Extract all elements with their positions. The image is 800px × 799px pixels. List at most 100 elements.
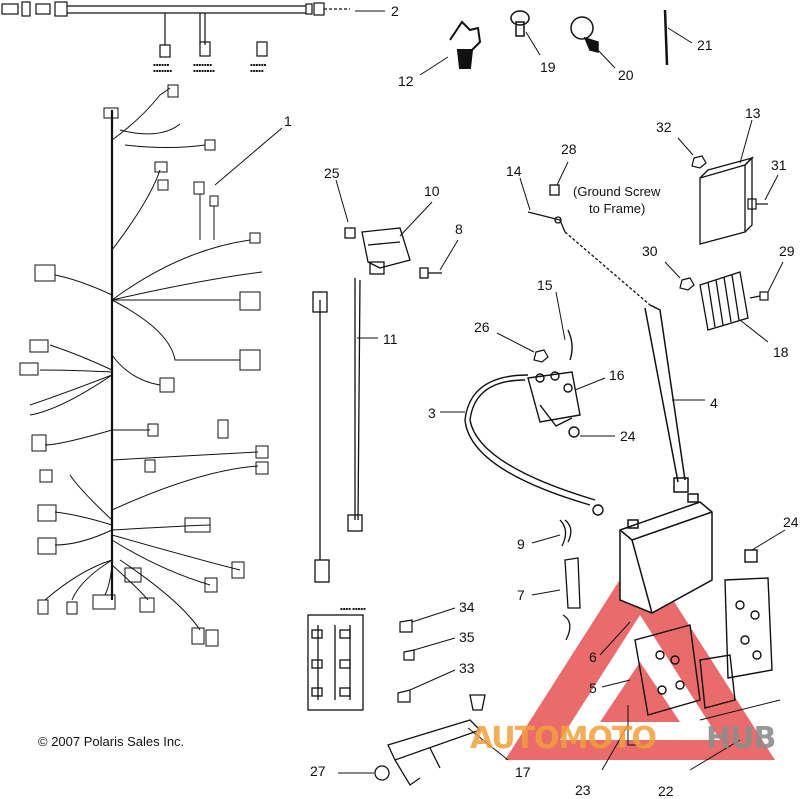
leader-15 (555, 291, 566, 341)
callout-24-upper: 24 (620, 428, 636, 444)
leader-14 (519, 177, 531, 211)
callout-32: 32 (656, 119, 672, 135)
leader-20 (595, 47, 616, 69)
leader-6 (599, 621, 631, 656)
svg-text:▪▪▪▪▪▪▪: ▪▪▪▪▪▪▪ (153, 68, 172, 73)
leader-13 (739, 119, 753, 164)
callout-27: 27 (310, 763, 326, 779)
leader-35 (413, 637, 456, 651)
callout-2: 2 (391, 3, 399, 19)
bolt-8 (419, 267, 442, 279)
callout-24-lower: 24 (783, 514, 799, 530)
callout-22: 22 (658, 783, 674, 799)
callout-17: 17 (515, 764, 531, 780)
leader-26 (496, 332, 535, 353)
callout-5: 5 (589, 680, 597, 696)
watermark-triangle-core (600, 662, 680, 722)
leader-17 (467, 727, 509, 761)
callout-11: 11 (383, 331, 398, 347)
leader-34 (411, 607, 456, 623)
callout-10: 10 (424, 183, 440, 199)
voltage-regulator (699, 271, 749, 331)
callout-34: 34 (459, 599, 475, 615)
svg-text:▪▪▪▪▪: ▪▪▪▪▪ (250, 68, 264, 73)
screw-27 (374, 765, 390, 781)
leader-16 (574, 377, 606, 391)
leader-33 (409, 669, 456, 691)
ground-wire (527, 184, 651, 306)
callout-16: 16 (609, 367, 625, 383)
leader-21 (667, 27, 693, 44)
callout-14: 14 (506, 163, 522, 179)
callout-15: 15 (537, 277, 553, 293)
svg-text:▪▪▪▪▪▪: ▪▪▪▪▪▪ (153, 62, 170, 67)
ignition-key (449, 20, 482, 69)
battery (619, 493, 713, 614)
callout-33: 33 (459, 660, 475, 676)
callout-1: 1 (284, 113, 292, 129)
leader-7 (531, 589, 561, 596)
leader-1 (214, 127, 283, 186)
leader-30 (664, 261, 681, 279)
ground-note-line1: (Ground Screw (573, 184, 661, 199)
leader-19 (525, 31, 541, 56)
ignition-coil (344, 227, 411, 275)
svg-text:▪▪▪▪ ▪▪▪▪▪: ▪▪▪▪ ▪▪▪▪▪ (340, 606, 366, 611)
battery-parts (559, 519, 581, 641)
callout-12: 12 (398, 73, 414, 89)
callout-8: 8 (455, 221, 463, 237)
leader-8 (439, 239, 459, 271)
callout-6: 6 (589, 649, 597, 665)
leader-9 (531, 534, 561, 544)
callout-21: 21 (697, 37, 713, 53)
clip-19 (510, 10, 530, 37)
callout-9: 9 (517, 536, 525, 552)
push-rivet (469, 694, 486, 711)
callout-25: 25 (324, 165, 340, 181)
ground-note-line2: to Frame) (589, 201, 645, 216)
callout-4: 4 (710, 395, 718, 411)
bolt-31 (747, 198, 768, 210)
callout-20: 20 (618, 67, 634, 83)
bolt-29 (749, 291, 769, 301)
callout-19: 19 (540, 59, 556, 75)
svg-text:▪▪▪▪▪▪: ▪▪▪▪▪▪ (250, 62, 267, 67)
watermark-text-automoto: AUTOMOTO (470, 721, 656, 756)
copyright-notice: © 2007 Polaris Sales Inc. (38, 734, 185, 749)
callout-35: 35 (459, 629, 475, 645)
leader-12 (419, 56, 449, 76)
callout-13: 13 (745, 105, 761, 121)
fuse-box: ▪▪▪▪ ▪▪▪▪▪ (307, 606, 366, 711)
battery-cable-negative (464, 374, 604, 516)
callout-28: 28 (561, 141, 577, 157)
watermark-text-hub: HUB (706, 721, 775, 756)
leader-10 (399, 201, 433, 237)
callout-26: 26 (474, 319, 490, 335)
svg-text:▪▪▪▪▪▪▪▪: ▪▪▪▪▪▪▪▪ (193, 68, 215, 73)
starter-solenoid (527, 329, 581, 438)
rod-21 (663, 9, 669, 66)
bracket-17 (387, 719, 482, 786)
nut-26 (533, 349, 549, 363)
cdi-box (699, 156, 755, 245)
spark-plug-wires (312, 278, 363, 583)
nut-30 (679, 277, 695, 291)
leader-5 (601, 679, 631, 688)
leader-28 (556, 161, 569, 186)
callout-18: 18 (773, 344, 789, 360)
callout-23: 23 (575, 782, 591, 798)
leader-29 (767, 261, 784, 293)
clamp-20 (570, 16, 599, 53)
bracket-indicator (601, 699, 781, 771)
svg-text:▪▪▪▪▪▪▪: ▪▪▪▪▪▪▪ (193, 62, 212, 67)
leader-31 (764, 174, 779, 201)
harness-main-left (19, 84, 269, 647)
callout-3: 3 (428, 405, 436, 421)
harness-main-top: ▪▪▪▪▪▪ ▪▪▪▪▪▪▪ ▪▪▪▪▪▪ ▪▪▪▪▪▪▪ ▪▪▪▪▪▪▪▪ ▪… (1, 1, 350, 73)
battery-cable-positive (644, 304, 689, 493)
fuses (397, 619, 415, 703)
callout-7: 7 (517, 587, 525, 603)
nut-32 (691, 155, 707, 169)
